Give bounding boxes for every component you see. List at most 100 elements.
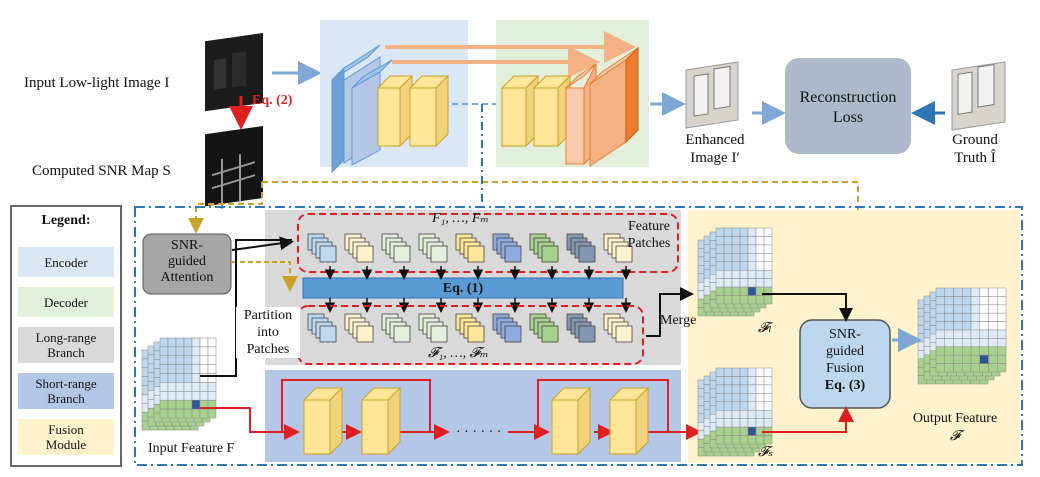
snr-attention-label: SNR- guided Attention — [143, 238, 231, 286]
feature-cell — [935, 321, 945, 331]
feature-cell — [970, 312, 980, 322]
feature-cell — [715, 236, 725, 246]
feature-cell — [970, 346, 980, 356]
legend-encoder: Encoder — [18, 247, 114, 277]
feature-cell — [739, 393, 749, 403]
feature-cell — [755, 244, 765, 254]
feature-cell — [747, 253, 757, 263]
feature-cell — [207, 382, 217, 392]
feature-cell — [962, 304, 972, 314]
feature-cell — [953, 363, 963, 373]
feature-cell — [755, 253, 765, 263]
fs-label: 𝓕ₛ — [758, 445, 774, 460]
feature-cell — [175, 355, 185, 365]
feature-cell — [199, 373, 209, 383]
feature-cell — [997, 312, 1007, 322]
feature-cell — [988, 363, 998, 373]
feature-cell — [988, 287, 998, 297]
feature-cell — [159, 373, 169, 383]
feature-cell — [739, 384, 749, 394]
feature-cell — [763, 435, 773, 445]
patch-cell — [319, 245, 337, 263]
patches-bottom-label: 𝓕₁, …, 𝓕ₘ — [428, 346, 489, 361]
feature-cell — [207, 337, 217, 348]
feature-cell — [731, 253, 741, 263]
snr-attention-line1: SNR- — [171, 238, 203, 253]
feature-cell — [723, 244, 733, 254]
feature-cell — [747, 278, 757, 288]
patch-cell — [578, 325, 596, 343]
patch-cell — [356, 245, 374, 263]
feature-cell — [731, 261, 741, 271]
feature-cell — [731, 401, 741, 411]
feature-cell — [199, 408, 209, 419]
decoder-blocks — [500, 46, 639, 167]
feature-cell — [944, 312, 954, 322]
feature-cell — [199, 364, 209, 374]
loss-label-line1: Reconstruction — [799, 89, 897, 106]
feature-cell — [935, 329, 945, 339]
feature-cell — [167, 373, 177, 383]
feature-cell — [763, 409, 773, 419]
feature-cell — [739, 367, 749, 377]
short-range-path — [200, 379, 702, 456]
feature-cell — [747, 393, 757, 403]
patch-cell — [319, 325, 337, 343]
feature-cell — [970, 296, 980, 306]
attention-to-eq1-arrow — [232, 261, 298, 292]
feature-cell — [183, 382, 193, 392]
feature-cell — [715, 253, 725, 263]
feature-cell — [979, 338, 989, 348]
feature-cell — [953, 287, 963, 297]
feature-cell — [723, 236, 733, 246]
feature-cell — [731, 295, 741, 305]
feature-cell — [159, 382, 169, 392]
feature-cell — [944, 354, 954, 364]
feature-cell — [953, 329, 963, 339]
feature-cell — [979, 304, 989, 314]
feature-cell — [731, 278, 741, 288]
feature-cell — [183, 373, 193, 383]
feature-cell — [979, 363, 989, 373]
patch-cell — [393, 245, 411, 263]
feature-cell — [953, 304, 963, 314]
feature-cell — [191, 355, 201, 365]
feature-cell — [715, 376, 725, 386]
feature-cell — [970, 329, 980, 339]
feature-cell — [944, 321, 954, 331]
feature-cell — [159, 346, 169, 357]
feature-cell — [167, 382, 177, 392]
feature-cell — [997, 329, 1007, 339]
feature-cell — [988, 329, 998, 339]
feature-cell — [715, 244, 725, 254]
feature-cell — [962, 363, 972, 373]
feature-cell — [731, 418, 741, 428]
feature-cell — [715, 435, 725, 445]
partition-line1: Partition — [243, 308, 293, 323]
feature-cell — [755, 384, 765, 394]
patch-cell — [578, 245, 596, 263]
feature-cell — [175, 382, 185, 392]
feature-cell — [747, 236, 757, 246]
feature-cell — [715, 278, 725, 288]
eq1-bar — [302, 277, 624, 299]
feature-cell — [159, 391, 169, 401]
feature-cell — [953, 338, 963, 348]
ground-truth-line1: Ground — [952, 132, 998, 148]
feature-cell — [747, 269, 757, 279]
feature-cell — [763, 384, 773, 394]
patch-cell — [615, 325, 633, 343]
feature-cell — [997, 321, 1007, 331]
feature-cell — [739, 435, 749, 445]
feature-cell — [988, 338, 998, 348]
feature-cell — [731, 393, 741, 403]
output-feature-label: Output Feature 𝓕 — [900, 410, 1010, 446]
reconstruction-loss-box — [785, 58, 911, 154]
feature-cell — [988, 312, 998, 322]
feature-cell — [723, 295, 733, 305]
fusion-label: SNR- guided Fusion Eq. (3) — [800, 326, 890, 394]
feature-cell — [988, 354, 998, 364]
legend-decoder: Decoder — [18, 287, 114, 317]
feature-cell — [962, 321, 972, 331]
